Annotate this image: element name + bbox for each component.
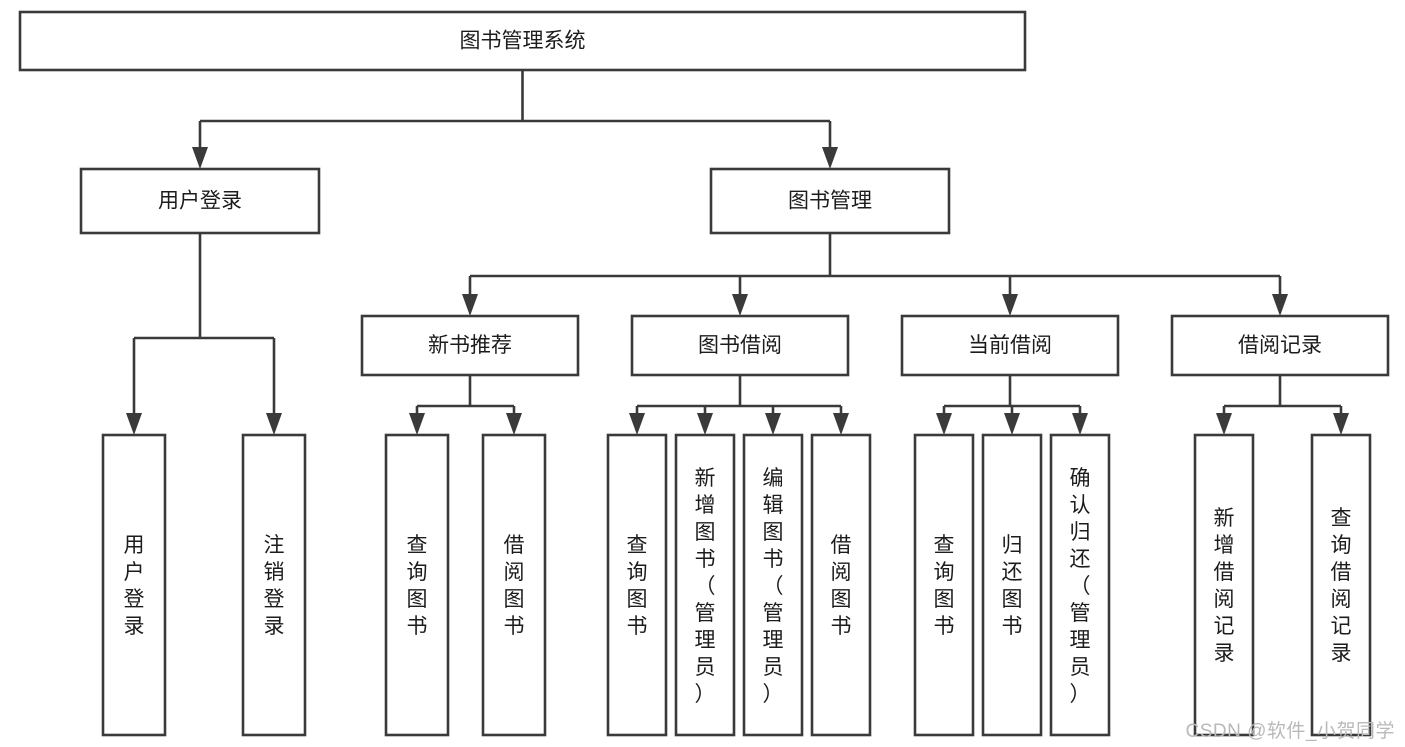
node-leaf-user-login[interactable]: 用户登录 <box>101 433 167 737</box>
node-leaf-borrow-book-new[interactable]: 借阅图书 <box>481 433 547 737</box>
node-label: 查询图书 <box>934 534 955 638</box>
node-records[interactable]: 借阅记录 <box>1170 314 1390 377</box>
node-root[interactable]: 图书管理系统 <box>18 10 1027 72</box>
node-box <box>360 314 580 377</box>
node-current[interactable]: 当前借阅 <box>900 314 1120 377</box>
node-box <box>810 433 872 737</box>
node-box <box>1193 433 1255 737</box>
node-label: 新增借阅记录 <box>1214 507 1235 665</box>
node-leaf-borrow-book[interactable]: 借阅图书 <box>810 433 872 737</box>
node-box <box>241 433 307 737</box>
node-leaf-confirm-return[interactable]: 确认归还（管理员） <box>1049 433 1111 737</box>
node-label: 注销登录 <box>264 534 285 638</box>
node-box <box>481 433 547 737</box>
node-label: 归还图书 <box>1002 534 1023 638</box>
node-label: 用户登录 <box>124 534 145 638</box>
node-box <box>79 167 321 235</box>
node-label: 当前借阅 <box>968 334 1052 357</box>
csdn-watermark: CSDN @软件_小贺同学 <box>1185 721 1395 742</box>
node-leaf-query-book-borrow[interactable]: 查询图书 <box>606 433 668 737</box>
node-label: 用户登录 <box>158 190 242 213</box>
node-box <box>101 433 167 737</box>
node-label: 借阅图书 <box>831 534 852 638</box>
node-box <box>18 10 1027 72</box>
node-label: 编辑图书（管理员） <box>763 467 784 706</box>
node-label: 新书推荐 <box>428 334 512 357</box>
node-box <box>981 433 1043 737</box>
node-label: 查询图书 <box>407 534 428 638</box>
node-label: 借阅记录 <box>1238 334 1322 357</box>
node-label: 图书管理 <box>788 190 872 213</box>
node-newbook[interactable]: 新书推荐 <box>360 314 580 377</box>
node-label: 新增图书（管理员） <box>695 467 716 706</box>
node-box <box>1310 433 1372 737</box>
node-leaf-edit-book[interactable]: 编辑图书（管理员） <box>742 433 804 737</box>
node-leaf-add-book[interactable]: 新增图书（管理员） <box>674 433 736 737</box>
node-label: 图书管理系统 <box>460 30 586 53</box>
node-leaf-query-book-current[interactable]: 查询图书 <box>913 433 975 737</box>
node-box <box>742 433 804 737</box>
node-box <box>630 314 850 377</box>
node-leaf-user-logout[interactable]: 注销登录 <box>241 433 307 737</box>
node-box <box>674 433 736 737</box>
node-box <box>1049 433 1111 737</box>
node-borrow[interactable]: 图书借阅 <box>630 314 850 377</box>
node-box <box>900 314 1120 377</box>
node-leaf-return-book[interactable]: 归还图书 <box>981 433 1043 737</box>
node-bookmgmt[interactable]: 图书管理 <box>709 167 951 235</box>
node-box <box>384 433 450 737</box>
node-label: 查询图书 <box>627 534 648 638</box>
node-box <box>709 167 951 235</box>
node-leaf-add-record[interactable]: 新增借阅记录 <box>1193 433 1255 737</box>
node-label: 借阅图书 <box>504 534 525 638</box>
node-leaf-query-record[interactable]: 查询借阅记录 <box>1310 433 1372 737</box>
node-box <box>913 433 975 737</box>
connector-layer <box>126 70 1349 435</box>
node-box <box>1170 314 1390 377</box>
node-label: 图书借阅 <box>698 334 782 357</box>
node-login[interactable]: 用户登录 <box>79 167 321 235</box>
node-box <box>606 433 668 737</box>
node-layer: 图书管理系统用户登录图书管理新书推荐图书借阅当前借阅借阅记录用户登录注销登录查询… <box>18 10 1390 737</box>
node-label: 查询借阅记录 <box>1331 507 1352 665</box>
node-label: 确认归还（管理员） <box>1070 467 1091 706</box>
node-leaf-query-book-new[interactable]: 查询图书 <box>384 433 450 737</box>
